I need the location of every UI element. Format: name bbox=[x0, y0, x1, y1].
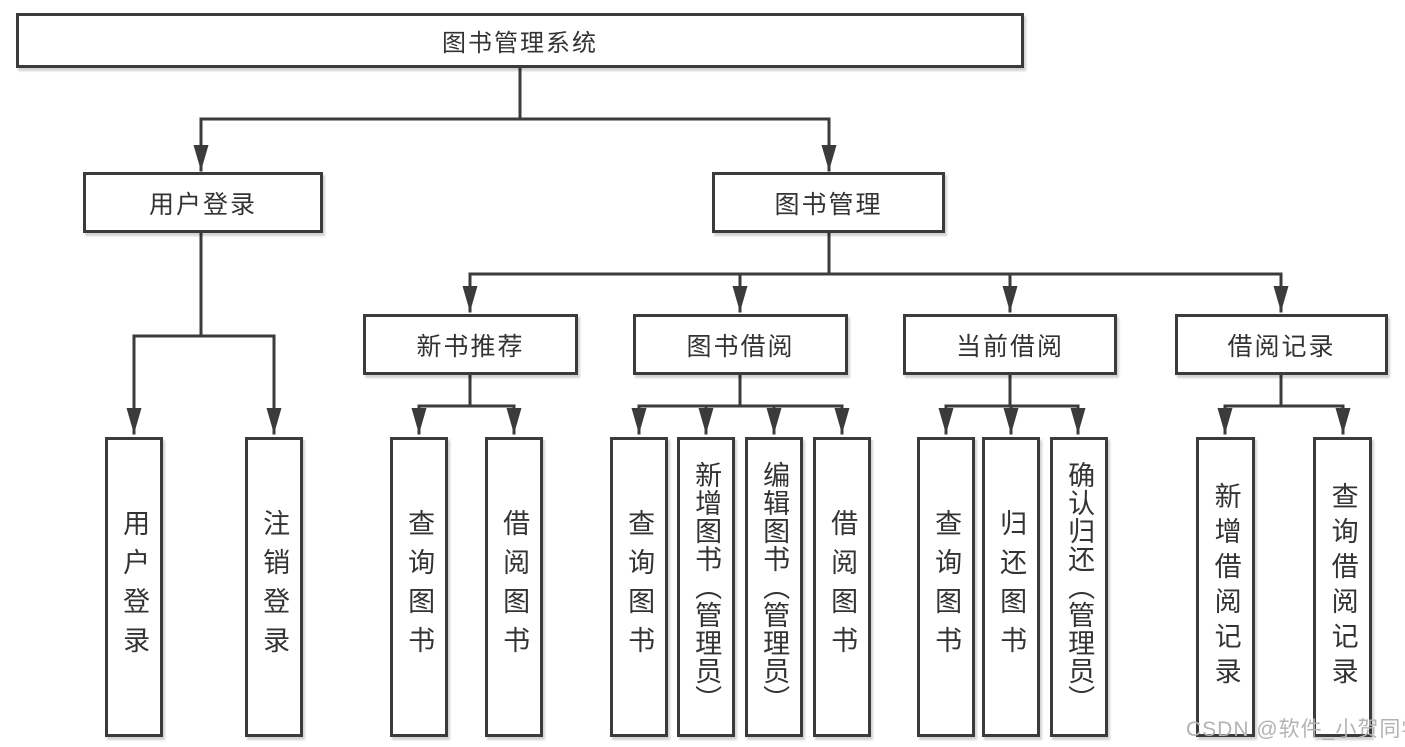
leaf-new-books-borrow-label: 借阅图书 bbox=[499, 509, 530, 665]
leaf-book-borrow-add-label: 新增图书（管理员） bbox=[691, 461, 722, 713]
node-book-borrow-label: 图书借阅 bbox=[686, 332, 795, 361]
leaf-current-borrow-return-label: 归还图书 bbox=[996, 509, 1027, 665]
connector-book-borrow-to-leaves bbox=[637, 373, 844, 408]
connector-root-to-level2 bbox=[199, 66, 831, 121]
leaf-current-borrow-return: 归还图书 bbox=[982, 437, 1040, 737]
leaf-book-borrow-add: 新增图书（管理员） bbox=[677, 437, 735, 737]
leaf-current-borrow-confirm: 确认归还（管理员） bbox=[1050, 437, 1108, 737]
connector-current-borrow-to-leaves bbox=[944, 373, 1080, 408]
leaf-book-borrow-query: 查询图书 bbox=[610, 437, 668, 737]
leaf-book-borrow-query-label: 查询图书 bbox=[624, 509, 655, 665]
leaf-current-borrow-query: 查询图书 bbox=[917, 437, 975, 737]
leaf-book-borrow-borrow-label: 借阅图书 bbox=[827, 509, 858, 665]
leaf-borrow-records-query: 查询借阅记录 bbox=[1313, 437, 1372, 737]
leaf-book-borrow-edit: 编辑图书（管理员） bbox=[745, 437, 803, 737]
node-book-mgmt-label: 图书管理 bbox=[774, 190, 883, 219]
node-new-books-label: 新书推荐 bbox=[416, 332, 525, 361]
leaf-current-borrow-query-label: 查询图书 bbox=[931, 509, 962, 665]
node-user-login: 用户登录 bbox=[83, 172, 323, 233]
connector-user-login-to-leaves bbox=[132, 231, 276, 338]
connector-borrow-records-to-leaves bbox=[1223, 373, 1345, 408]
leaf-user-login-label: 用户登录 bbox=[119, 509, 150, 665]
leaf-borrow-records-add: 新增借阅记录 bbox=[1196, 437, 1255, 737]
leaf-borrow-records-query-label: 查询借阅记录 bbox=[1327, 482, 1358, 692]
node-root-label: 图书管理系统 bbox=[442, 30, 598, 57]
node-current-borrow: 当前借阅 bbox=[903, 314, 1117, 375]
node-borrow-records-label: 借阅记录 bbox=[1227, 332, 1336, 361]
leaf-book-borrow-edit-label: 编辑图书（管理员） bbox=[759, 461, 790, 713]
leaf-borrow-records-add-label: 新增借阅记录 bbox=[1210, 482, 1241, 692]
leaf-logout: 注销登录 bbox=[245, 437, 303, 737]
connector-book-mgmt-to-level3 bbox=[468, 231, 1283, 276]
node-book-borrow: 图书借阅 bbox=[633, 314, 848, 375]
leaf-book-borrow-borrow: 借阅图书 bbox=[813, 437, 871, 737]
leaf-logout-label: 注销登录 bbox=[259, 509, 290, 665]
connector-new-books-to-leaves bbox=[417, 373, 516, 408]
watermark: CSDN @软件_小贺同学 bbox=[1186, 718, 1405, 741]
leaf-user-login: 用户登录 bbox=[105, 437, 163, 737]
leaf-current-borrow-confirm-label: 确认归还（管理员） bbox=[1064, 461, 1095, 713]
node-borrow-records: 借阅记录 bbox=[1175, 314, 1388, 375]
node-root: 图书管理系统 bbox=[16, 13, 1024, 68]
node-current-borrow-label: 当前借阅 bbox=[955, 332, 1064, 361]
leaf-new-books-query: 查询图书 bbox=[390, 437, 448, 737]
leaf-new-books-borrow: 借阅图书 bbox=[485, 437, 543, 737]
node-user-login-label: 用户登录 bbox=[148, 190, 257, 219]
node-book-mgmt: 图书管理 bbox=[712, 172, 945, 233]
leaf-new-books-query-label: 查询图书 bbox=[404, 509, 435, 665]
node-new-books: 新书推荐 bbox=[363, 314, 578, 375]
